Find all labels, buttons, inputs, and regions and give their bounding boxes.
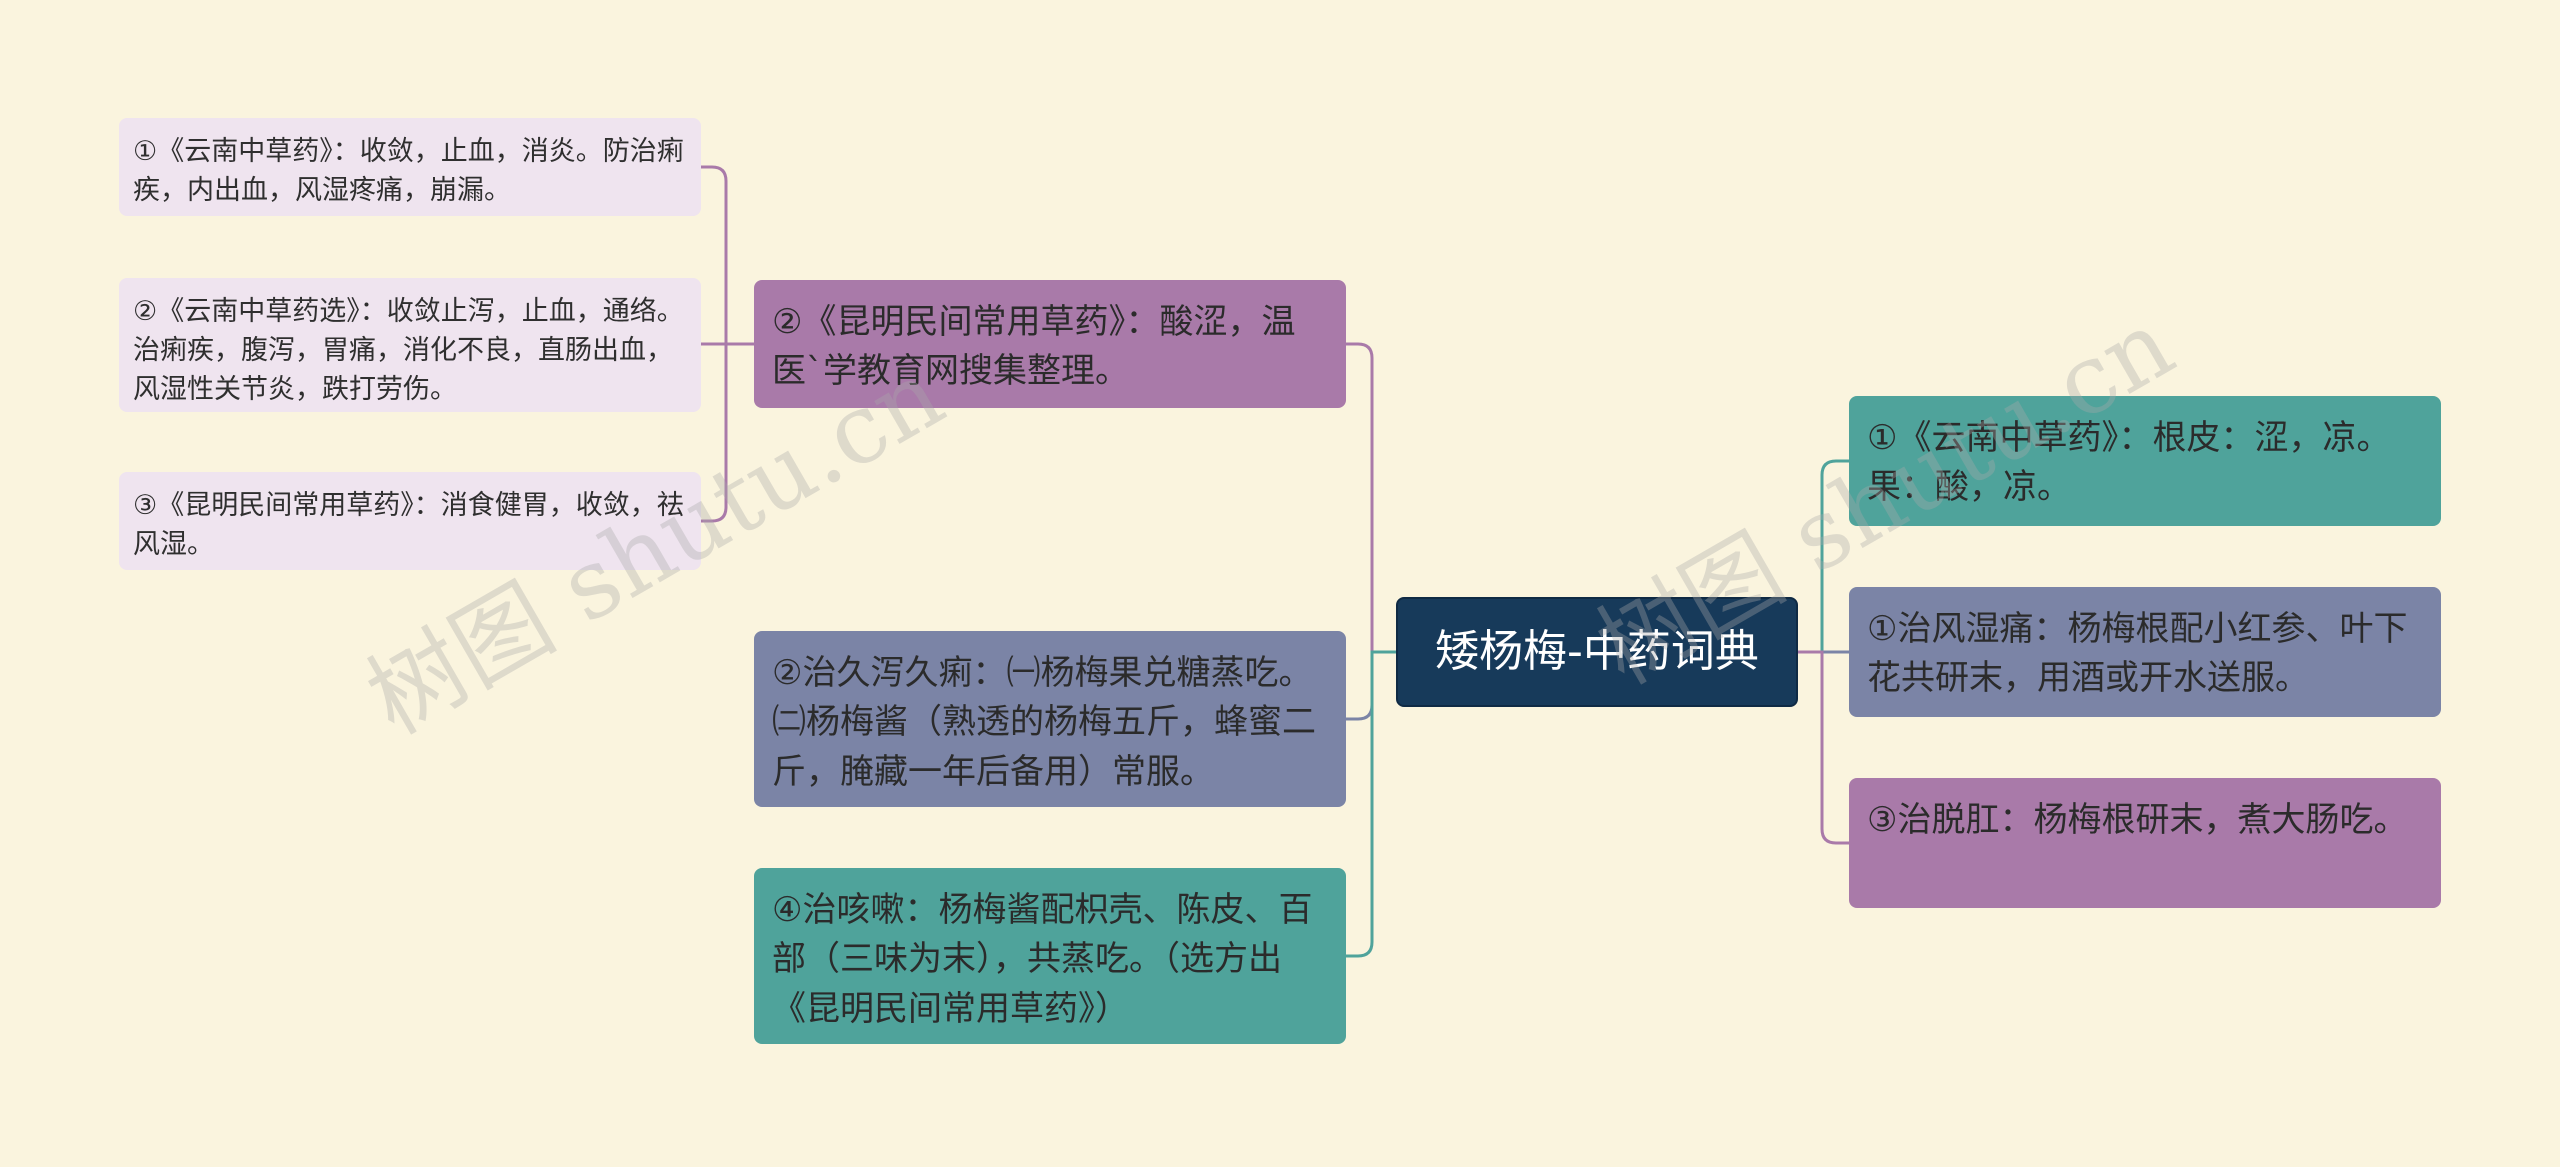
leaf-node-kunming-herbs[interactable]: ③《昆明民间常用草药》：消食健胃，收敛，祛风湿。 bbox=[119, 472, 701, 570]
leaf-node-yunnan-herbs[interactable]: ①《云南中草药》：收敛，止血，消炎。防治痢疾，内出血，风湿疼痛，崩漏。 bbox=[119, 118, 701, 216]
connector-root-left-3 bbox=[1346, 650, 1396, 958]
leaf-text: ①《云南中草药》：收敛，止血，消炎。防治痢疾，内出血，风湿疼痛，崩漏。 bbox=[133, 136, 684, 207]
branch-node-kunming-properties[interactable]: ②《昆明民间常用草药》：酸涩，温医`学教育网搜集整理。 bbox=[754, 280, 1346, 408]
branch-text: ③治脱肛：杨梅根研末，煮大肠吃。 bbox=[1867, 800, 2408, 840]
branch-text: ②治久泻久痢：㈠杨梅果兑糖蒸吃。㈡杨梅酱（熟透的杨梅五斤，蜂蜜二斤，腌藏一年后备… bbox=[772, 653, 1316, 792]
leaf-node-yunnan-herbs-selection[interactable]: ②《云南中草药选》：收敛止泻，止血，通络。治痢疾，腹泻，胃痛，消化不良，直肠出血… bbox=[119, 278, 701, 412]
branch-node-yunnan-properties[interactable]: ①《云南中草药》：根皮：涩，凉。果：酸，凉。 bbox=[1849, 396, 2441, 526]
leaf-text: ②《云南中草药选》：收敛止泻，止血，通络。治痢疾，腹泻，胃痛，消化不良，直肠出血… bbox=[133, 296, 684, 406]
branch-text: ②《昆明民间常用草药》：酸涩，温医`学教育网搜集整理。 bbox=[772, 302, 1296, 392]
branch-text: ④治咳嗽：杨梅酱配枳壳、陈皮、百部（三味为末），共蒸吃。（选方出《昆明民间常用草… bbox=[772, 890, 1313, 1029]
root-node[interactable]: 矮杨梅-中药词典 bbox=[1396, 597, 1798, 707]
connector-root-left-1 bbox=[1346, 342, 1396, 654]
branch-text: ①治风湿痛：杨梅根配小红参、叶下花共研末，用酒或开水送服。 bbox=[1867, 609, 2408, 699]
branch-text: ①《云南中草药》：根皮：涩，凉。果：酸，凉。 bbox=[1867, 418, 2391, 508]
leaf-text: ③《昆明民间常用草药》：消食健胃，收敛，祛风湿。 bbox=[133, 490, 684, 561]
connector-leaf-3 bbox=[701, 342, 754, 523]
connector-root-right-3 bbox=[1798, 650, 1849, 845]
branch-node-chronic-diarrhea[interactable]: ②治久泻久痢：㈠杨梅果兑糖蒸吃。㈡杨梅酱（熟透的杨梅五斤，蜂蜜二斤，腌藏一年后备… bbox=[754, 631, 1346, 807]
branch-node-rheumatism[interactable]: ①治风湿痛：杨梅根配小红参、叶下花共研末，用酒或开水送服。 bbox=[1849, 587, 2441, 717]
connector-leaf-1 bbox=[701, 165, 754, 346]
branch-node-cough[interactable]: ④治咳嗽：杨梅酱配枳壳、陈皮、百部（三味为末），共蒸吃。（选方出《昆明民间常用草… bbox=[754, 868, 1346, 1044]
connector-root-right-1 bbox=[1798, 459, 1849, 654]
branch-node-prolapse[interactable]: ③治脱肛：杨梅根研末，煮大肠吃。 bbox=[1849, 778, 2441, 908]
root-label: 矮杨梅-中药词典 bbox=[1435, 626, 1759, 678]
